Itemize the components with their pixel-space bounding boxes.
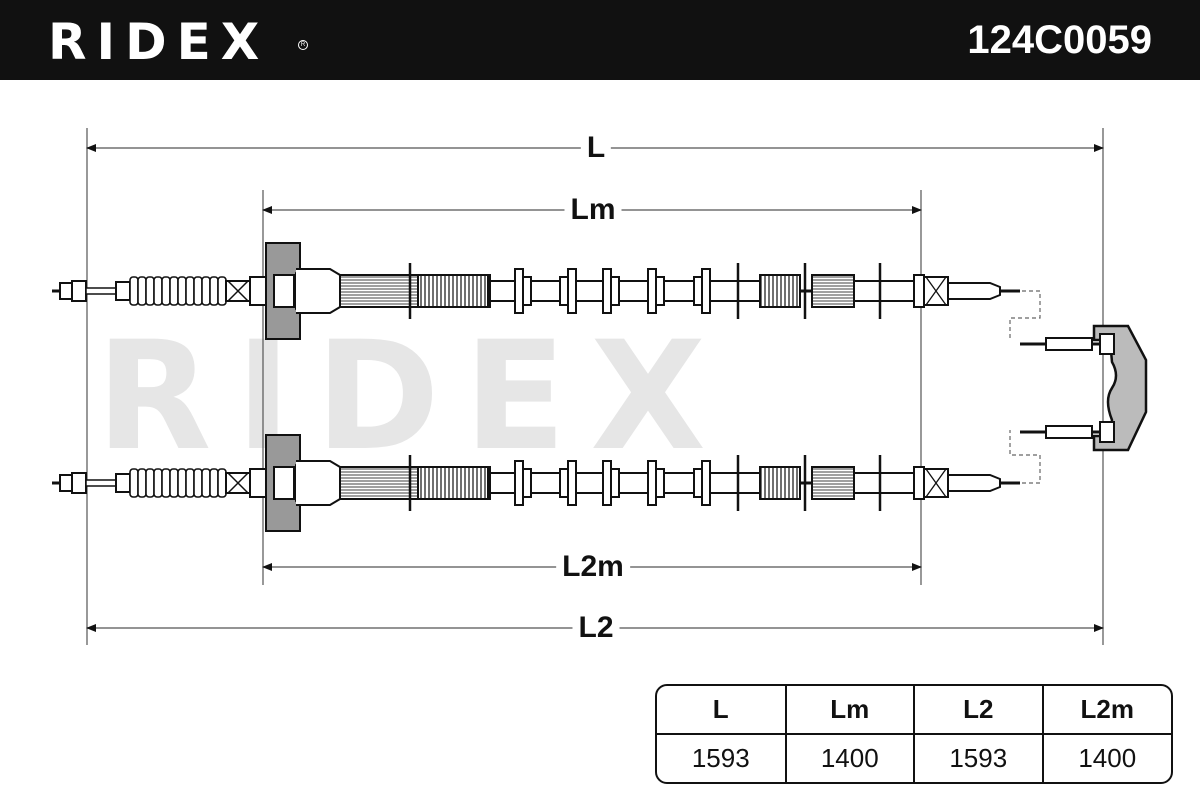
- registered-mark-icon: R: [298, 40, 308, 50]
- brand-logo: RIDEX: [48, 13, 270, 71]
- extension-lines: [86, 128, 1104, 645]
- brand-watermark: RIDEX: [96, 310, 730, 484]
- dimension-label-l2m: L2m: [556, 550, 630, 584]
- cable-bottom: [52, 434, 1020, 532]
- dimension-label-lm: Lm: [564, 193, 622, 227]
- break-markers: [1009, 290, 1041, 484]
- table-header-cell: L: [657, 686, 787, 735]
- table-cell: 1593: [914, 734, 1044, 782]
- equalizer-yoke: [1020, 324, 1148, 452]
- table-header-cell: Lm: [785, 686, 915, 735]
- table-header-cell: L2m: [1042, 686, 1171, 735]
- table-cell: 1400: [785, 734, 915, 782]
- table-cell: 1593: [657, 734, 787, 782]
- cable-top: [52, 242, 1020, 340]
- spec-table: L Lm L2 L2m 1593 1400 1593 1400: [655, 684, 1173, 784]
- table-row: 1593 1400 1593 1400: [657, 734, 1171, 782]
- table-header-cell: L2: [914, 686, 1044, 735]
- table-header-row: L Lm L2 L2m: [657, 686, 1171, 735]
- dimension-label-l: L: [580, 131, 612, 165]
- header-bar: RIDEX R 124C0059: [0, 0, 1200, 80]
- table-cell: 1400: [1078, 743, 1137, 773]
- part-number: 124C0059: [967, 18, 1152, 62]
- dimension-label-l2: L2: [572, 611, 620, 645]
